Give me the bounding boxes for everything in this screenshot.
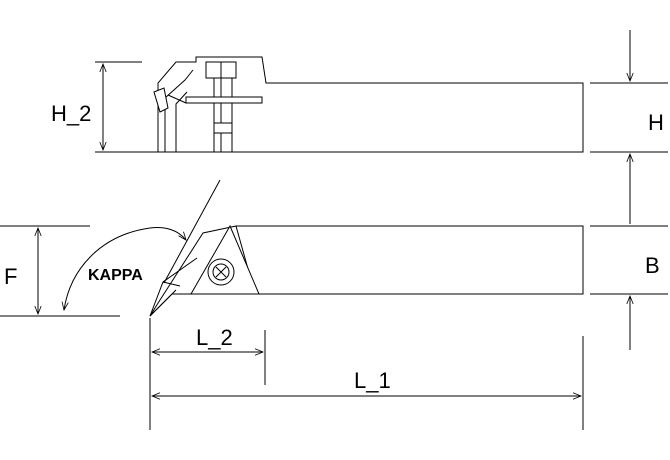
insert-screw-outer <box>207 258 235 286</box>
insert-screw-torx <box>215 266 227 278</box>
side-view: H_2 <box>51 56 584 153</box>
h2-label: H_2 <box>51 101 91 126</box>
insert-seat-line <box>164 69 194 152</box>
clamp-screw-shank <box>213 77 233 153</box>
insert-edge <box>167 94 187 104</box>
cutting-tip <box>149 257 198 317</box>
top-view-shank-outline <box>235 225 584 295</box>
clamp-nut <box>213 122 233 134</box>
b-label: B <box>645 253 660 278</box>
insert-seat-inner <box>175 91 188 152</box>
insert-screw-inner <box>212 263 230 281</box>
side-view-shank-outline <box>157 56 584 153</box>
f-label: F <box>4 264 17 289</box>
clamp-plate <box>185 96 263 104</box>
insert-tip-side <box>153 87 169 113</box>
top-view: KAPPA F L_2 L_1 <box>0 179 584 430</box>
h-label: H <box>648 110 664 135</box>
l2-label: L_2 <box>196 325 233 350</box>
right-dimensions: H B <box>590 30 668 350</box>
kappa-label: KAPPA <box>88 267 143 284</box>
l1-label: L_1 <box>354 368 391 393</box>
kappa-arc <box>64 227 186 311</box>
